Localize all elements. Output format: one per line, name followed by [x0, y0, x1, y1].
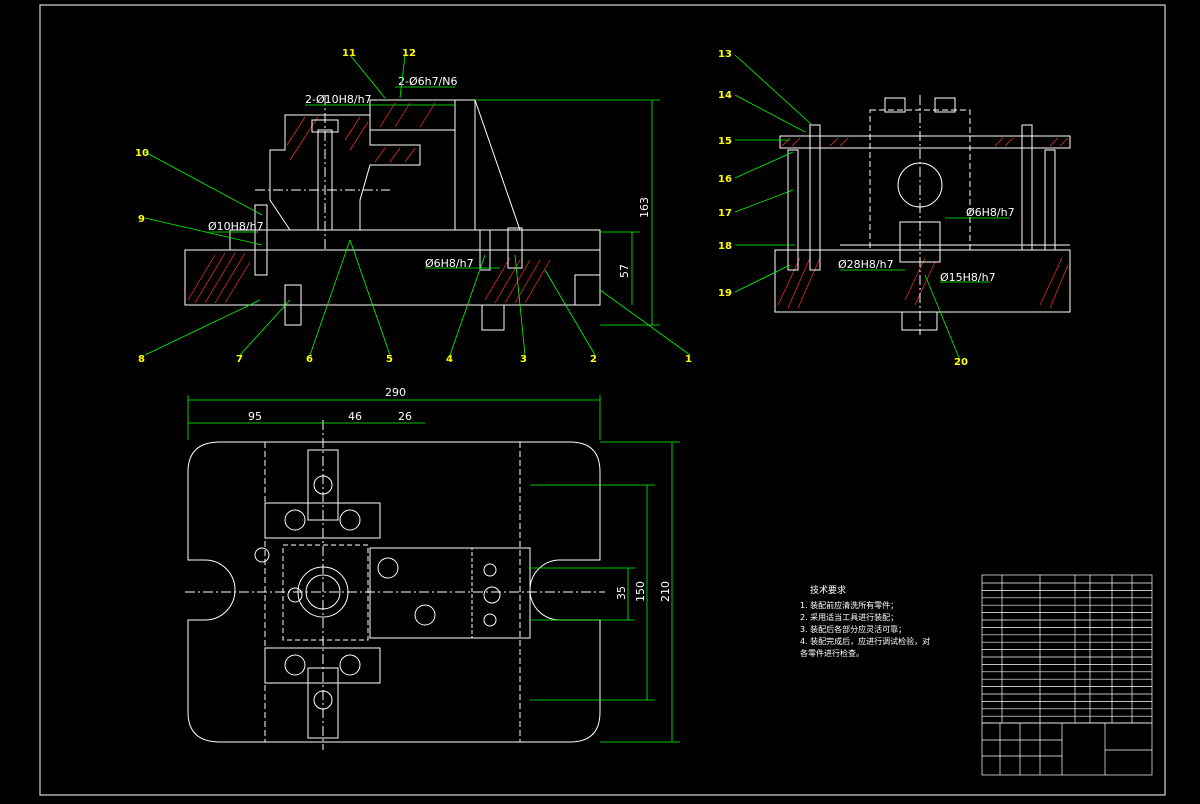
front-plate [229, 229, 601, 251]
top-view [185, 420, 605, 750]
part-label-18: 18 [718, 241, 732, 252]
part-label-2: 2 [590, 354, 597, 365]
part-label-10: 10 [135, 148, 149, 159]
dim-290: 290 [385, 386, 406, 399]
front-base-hatch [187, 252, 551, 304]
side-plate-hatch [781, 137, 1069, 147]
dim-210: 210 [659, 581, 672, 602]
front-pin-mid [479, 229, 491, 271]
side-stud-left-a [787, 149, 799, 271]
dim-57: 57 [618, 264, 631, 278]
front-view [184, 95, 601, 331]
parts-list-grid [982, 582, 1152, 717]
notes-line-5: 各零件进行检查。 [800, 648, 864, 658]
front-vblock-hatch [286, 102, 436, 163]
fit-6H8h7: Ø6H8/h7 [425, 257, 474, 270]
front-pin-left [254, 204, 268, 276]
notes-line-2: 2. 采用适当工具进行装配； [800, 612, 898, 622]
fit-2-6h7N6: 2-Ø6h7/N6 [398, 75, 458, 88]
fit-10H8h7: Ø10H8/h7 [208, 220, 264, 233]
part-label-19: 19 [718, 288, 732, 299]
front-leaders [144, 54, 691, 356]
side-fit-15H8h7: Ø15H8/h7 [940, 271, 996, 284]
dim-95: 95 [248, 410, 262, 423]
side-cap-right [934, 97, 956, 113]
dim-163: 163 [638, 197, 651, 218]
top-dimensions [187, 395, 680, 743]
part-label-11: 11 [342, 48, 356, 59]
dim-26: 26 [398, 410, 412, 423]
front-column [454, 99, 476, 231]
side-fit-6H8h7: Ø6H8/h7 [966, 206, 1015, 219]
part-label-17: 17 [718, 208, 732, 219]
outer-frame [39, 4, 1166, 796]
part-label-20: 20 [954, 357, 968, 368]
top-clamp-block [471, 547, 531, 639]
front-dimensions [210, 86, 660, 326]
side-stud-right-b [1044, 149, 1056, 251]
notes-title: 技术要求 [810, 584, 846, 596]
dim-35: 35 [615, 586, 628, 600]
front-vblock [269, 114, 421, 231]
front-block-right [574, 274, 601, 306]
side-stud-left-b [809, 124, 821, 271]
front-base [184, 249, 601, 306]
fit-2-10H8h7: 2-Ø10H8/h7 [305, 93, 372, 106]
part-label-4: 4 [446, 354, 453, 365]
front-rib [474, 99, 521, 231]
part-label-3: 3 [520, 354, 527, 365]
side-top-plate [779, 135, 1071, 149]
side-part-numbers: 13 14 15 16 17 18 19 20 [718, 49, 968, 368]
side-fit-28H8h7: Ø28H8/h7 [838, 258, 894, 271]
front-boss [481, 304, 505, 331]
part-label-8: 8 [138, 354, 145, 365]
part-label-7: 7 [236, 354, 243, 365]
part-label-12: 12 [402, 48, 416, 59]
side-leaders [734, 54, 1010, 361]
part-label-6: 6 [306, 354, 313, 365]
side-view [774, 95, 1071, 335]
front-pin-right [507, 227, 523, 269]
part-label-5: 5 [386, 354, 393, 365]
part-label-14: 14 [718, 90, 732, 101]
side-cap-left [884, 97, 906, 113]
part-label-16: 16 [718, 174, 732, 185]
part-label-15: 15 [718, 136, 732, 147]
part-label-1: 1 [685, 354, 692, 365]
top-strap-lower [264, 647, 381, 684]
front-top-block [369, 99, 456, 131]
dim-46: 46 [348, 410, 362, 423]
notes-line-3: 3. 装配后各部分应灵活可靠； [800, 624, 906, 634]
technical-notes: 技术要求 1. 装配前应清洗所有零件； 2. 采用适当工具进行装配； 3. 装配… [800, 584, 930, 658]
part-label-13: 13 [718, 49, 732, 60]
side-stud-right [1021, 124, 1033, 251]
dim-150: 150 [634, 581, 647, 602]
side-base-hatch [777, 257, 1069, 309]
top-outline [187, 441, 601, 743]
part-label-9: 9 [138, 214, 145, 225]
title-block [981, 574, 1153, 776]
notes-line-4: 4. 装配完成后，应进行调试检验，对 [800, 636, 930, 646]
top-clamp-plate [369, 547, 531, 639]
notes-line-1: 1. 装配前应清洗所有零件； [800, 600, 898, 610]
